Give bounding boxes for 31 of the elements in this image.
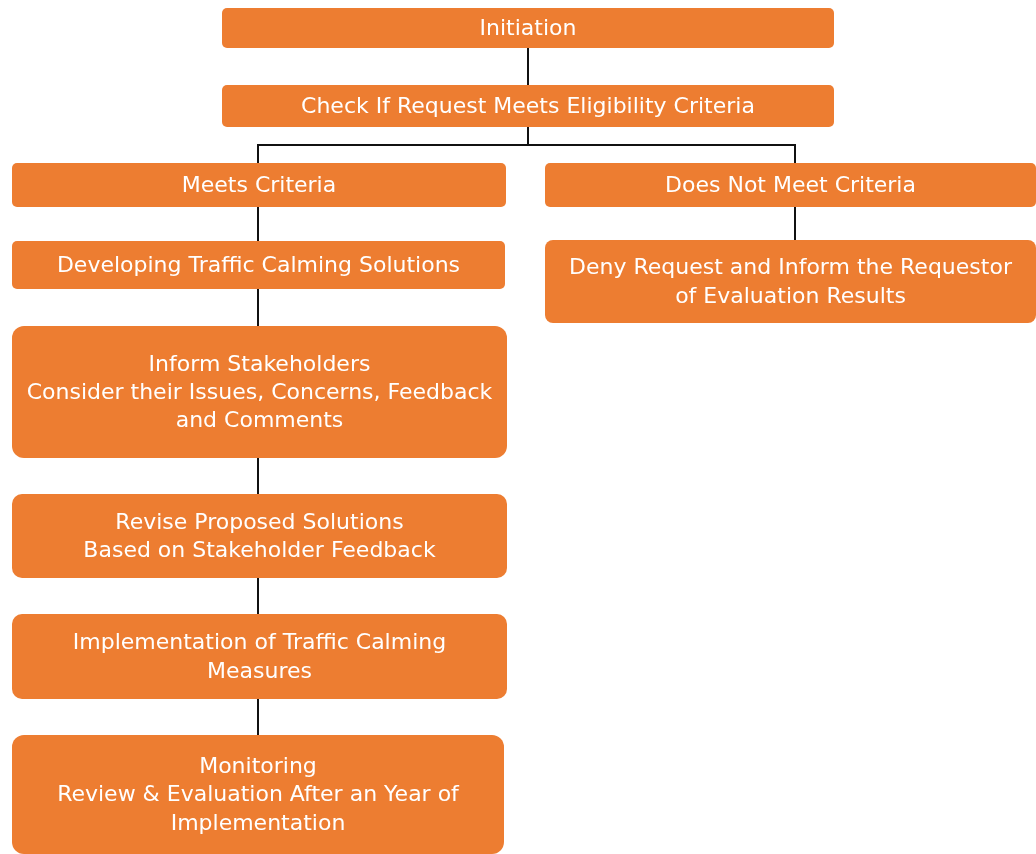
process-box — [222, 85, 834, 127]
connector-line — [257, 206, 259, 242]
connector-line — [794, 206, 796, 241]
connector-line — [527, 126, 796, 164]
process-box — [222, 8, 834, 48]
process-box — [545, 240, 1036, 323]
step-text: Does Not Meet Criteria — [665, 170, 916, 199]
process-box — [12, 163, 506, 207]
step-text: Check If Request Meets Eligibility Criteria — [301, 91, 755, 120]
process-box — [12, 614, 507, 699]
process-box — [545, 163, 1036, 207]
step-text: Inform Stakeholders — [148, 349, 371, 378]
step-text: Meets Criteria — [181, 170, 337, 199]
step-text: Implementation of Traffic Calming Measures — [71, 628, 448, 685]
step-text: Developing Traffic Calming Solutions — [56, 250, 461, 279]
process-box — [12, 735, 504, 854]
connector-line — [257, 698, 259, 736]
process-box — [12, 494, 507, 578]
step-text: Deny Request and Inform the Requestor of Evaluation Results — [568, 253, 1013, 310]
connector-line — [527, 47, 529, 86]
step-text: Consider their Issues, Concerns, Feedback and Comments — [26, 377, 493, 435]
step-text: Based on Stakeholder Feedback — [83, 536, 436, 564]
connector-line — [257, 457, 259, 495]
step-text: Revise Proposed Solutions — [115, 507, 404, 536]
step-text: Monitoring — [199, 752, 317, 781]
process-box — [12, 241, 505, 289]
step-text: Initiation — [479, 13, 577, 42]
connector-line — [257, 577, 259, 615]
connector-line — [257, 288, 259, 327]
step-text: Review & Evaluation After an Year of Implementation — [56, 780, 461, 837]
process-box — [12, 326, 507, 458]
